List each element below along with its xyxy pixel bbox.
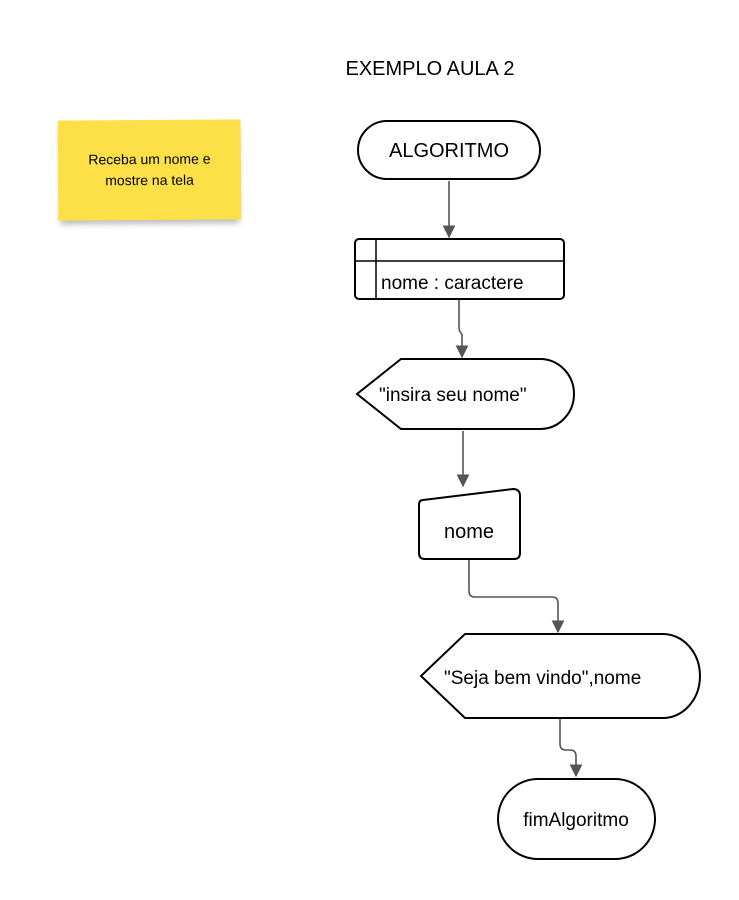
display-greeting[interactable]: "Seja bem vindo",nome — [419, 633, 701, 719]
connector-input-to-greeting — [468, 559, 565, 634]
display-prompt[interactable]: "insira seu nome" — [355, 358, 575, 430]
connector-variables-to-prompt — [455, 300, 469, 359]
start-label: ALGORITMO — [389, 140, 509, 162]
variables-block[interactable]: nome : caractere — [354, 238, 565, 300]
input-block[interactable]: nome — [418, 487, 521, 560]
end-terminal[interactable]: fimAlgoritmo — [497, 778, 656, 860]
start-terminal[interactable]: ALGORITMO — [357, 120, 541, 180]
variables-label: nome : caractere — [381, 273, 524, 294]
display-greeting-label: "Seja bem vindo",nome — [444, 668, 641, 689]
display-prompt-label: "insira seu nome" — [379, 385, 527, 406]
input-label: nome — [444, 521, 494, 543]
diagram-title: EXEMPLO AULA 2 — [345, 58, 515, 80]
end-label: fimAlgoritmo — [523, 810, 629, 831]
connector-greeting-to-end — [559, 718, 583, 778]
